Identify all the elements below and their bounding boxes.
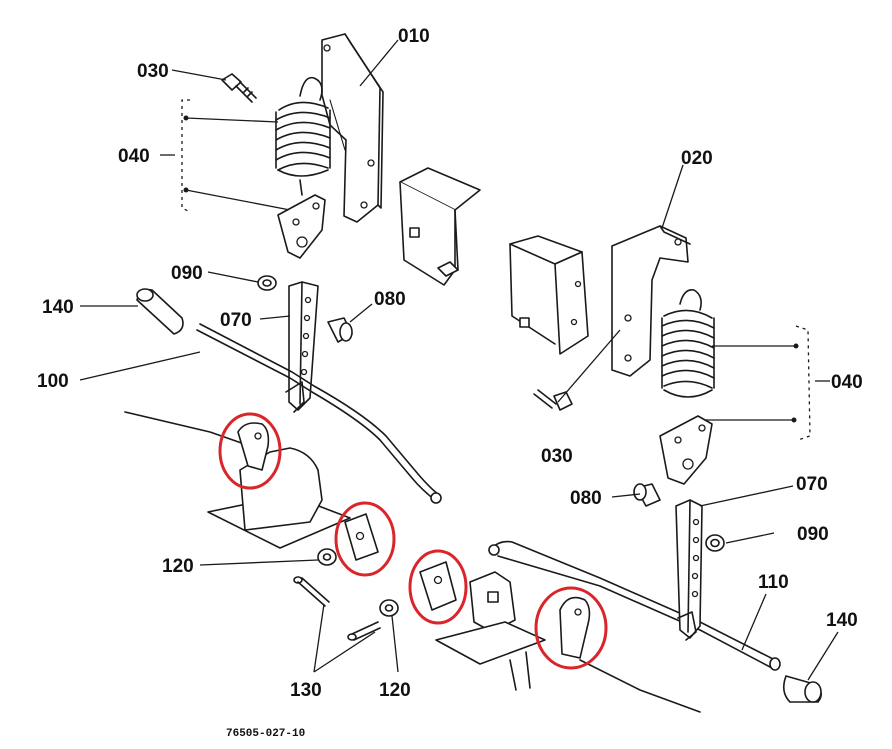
grip-140-left — [136, 288, 184, 335]
adjuster-070-right — [675, 499, 703, 641]
grip-140-right — [782, 675, 822, 703]
label-140-left: 140 — [42, 297, 74, 318]
bolt-030-right — [533, 389, 573, 411]
highlight-hook-left — [218, 412, 282, 490]
washer-120-left — [317, 548, 337, 566]
part-labels: 010 030 040 020 090 080 140 070 100 040 … — [37, 26, 863, 740]
block-bracket-center — [435, 571, 546, 691]
adjuster-070-left — [285, 281, 319, 413]
label-040-right: 040 — [831, 372, 863, 393]
label-010: 010 — [398, 26, 430, 47]
rod-100 — [196, 323, 442, 504]
pin-080-left — [327, 317, 353, 343]
hook-right — [559, 596, 701, 713]
clip-plate-right — [419, 561, 457, 611]
label-030-top: 030 — [137, 61, 169, 82]
label-080-right: 080 — [570, 488, 602, 509]
highlight-clip-center — [334, 501, 396, 577]
spring-040-right — [661, 288, 715, 398]
spring-plate-left — [277, 194, 326, 259]
bracket-040-right — [700, 325, 811, 441]
bracket-020 — [611, 225, 691, 377]
highlight-hook-right — [534, 586, 608, 670]
pin-080-right — [633, 483, 661, 507]
clip-plate-center — [344, 513, 379, 561]
label-030-right: 030 — [541, 446, 573, 467]
label-090-left: 090 — [171, 263, 203, 284]
spring-plate-right — [659, 415, 713, 485]
highlight-markers — [218, 412, 608, 670]
label-120-bottom: 120 — [379, 680, 411, 701]
spring-040-left — [275, 76, 331, 196]
label-090-right: 090 — [797, 524, 829, 545]
cotter-pin-130-left — [293, 576, 330, 607]
bracket-010 — [321, 33, 384, 223]
label-130: 130 — [290, 680, 322, 701]
label-020: 020 — [681, 148, 713, 169]
washer-090-left — [257, 275, 277, 291]
bracket-040-left — [181, 99, 291, 213]
label-100: 100 — [37, 371, 69, 392]
leader-lines — [79, 39, 839, 681]
bolt-030-top — [221, 73, 257, 103]
washer-120-bottom — [379, 599, 399, 617]
label-080-left: 080 — [374, 289, 406, 310]
label-110: 110 — [758, 572, 789, 593]
angle-bracket-right — [509, 235, 589, 355]
label-040-left: 040 — [118, 146, 150, 167]
angle-bracket-left — [399, 167, 481, 286]
highlight-clip-right — [408, 549, 468, 625]
label-070-right: 070 — [796, 474, 828, 495]
drawing-code: 76505-027-10 — [226, 728, 305, 740]
cotter-pin-130-bottom — [347, 621, 381, 641]
rod-110 — [488, 540, 781, 671]
washer-090-right — [705, 534, 725, 552]
label-140-right: 140 — [826, 610, 858, 631]
label-070-left: 070 — [220, 310, 252, 331]
label-120-left: 120 — [162, 556, 194, 577]
base-plate-left — [124, 411, 351, 549]
